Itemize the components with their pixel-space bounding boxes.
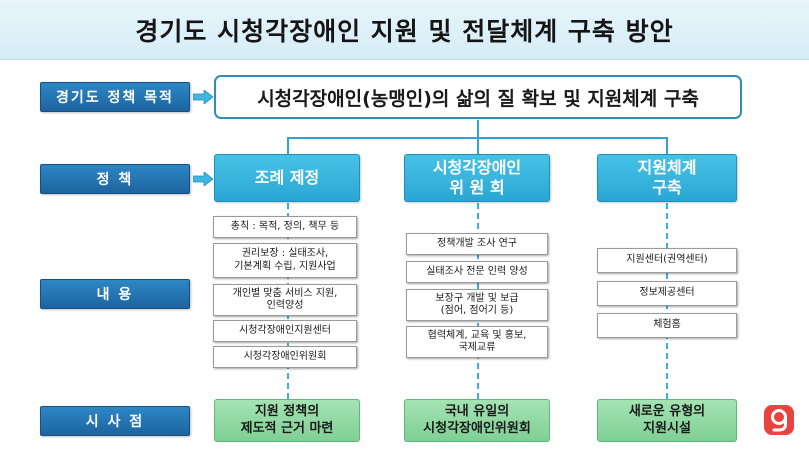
- right-arrow-icon: [193, 90, 213, 104]
- implication-box: 지원 정책의 제도적 근거 마련: [214, 399, 360, 442]
- list-item: 정책개발 조사 연구: [406, 233, 548, 255]
- list-item: 협력체계, 교육 및 홍보, 국제교류: [406, 326, 548, 358]
- list-item: 보장구 개발 및 보급 (점어, 점어기 등): [406, 289, 548, 321]
- connector-line: [477, 120, 479, 138]
- logo-icon: [764, 405, 794, 435]
- list-item: 시청각장애인지원센터: [213, 320, 357, 342]
- label-policy: 정 책: [40, 164, 190, 194]
- policy-committee: 시청각장애인 위 원 회: [404, 154, 550, 202]
- list-item: 개인별 맞춤 서비스 지원, 인력양성: [213, 284, 357, 316]
- policy-support-system: 지원체계 구축: [597, 154, 737, 202]
- implication-box: 새로운 유형의 지원시설: [597, 399, 737, 442]
- list-item: 시청각장애인위원회: [213, 346, 357, 368]
- list-item: 지원센터(권역센터): [597, 248, 737, 273]
- connector-line: [287, 137, 289, 154]
- list-item: 권리보장 : 실태조사, 기본계획 수립, 지원사업: [213, 243, 357, 278]
- goal-box: 시청각장애인(농맹인)의 삶의 질 확보 및 지원체계 구축: [214, 75, 742, 119]
- page-title: 경기도 시청각장애인 지원 및 전달체계 구축 방안: [135, 16, 674, 46]
- label-implication: 시 사 점: [40, 406, 190, 436]
- policy-ordinance: 조례 제정: [214, 154, 360, 202]
- connector-line: [666, 137, 668, 154]
- implication-box: 국내 유일의 시청각장애인위원회: [404, 399, 550, 442]
- list-item: 총칙 : 목적, 정의, 책무 등: [213, 216, 357, 238]
- label-goal: 경기도 정책 목적: [40, 82, 190, 112]
- list-item: 체험홈: [597, 313, 737, 338]
- connector-line: [477, 137, 479, 154]
- list-item: 실태조사 전문 인력 양성: [406, 261, 548, 283]
- list-item: 정보제공센터: [597, 281, 737, 306]
- title-bar: 경기도 시청각장애인 지원 및 전달체계 구축 방안: [0, 0, 809, 60]
- right-arrow-icon: [193, 172, 213, 186]
- label-content: 내 용: [40, 279, 190, 309]
